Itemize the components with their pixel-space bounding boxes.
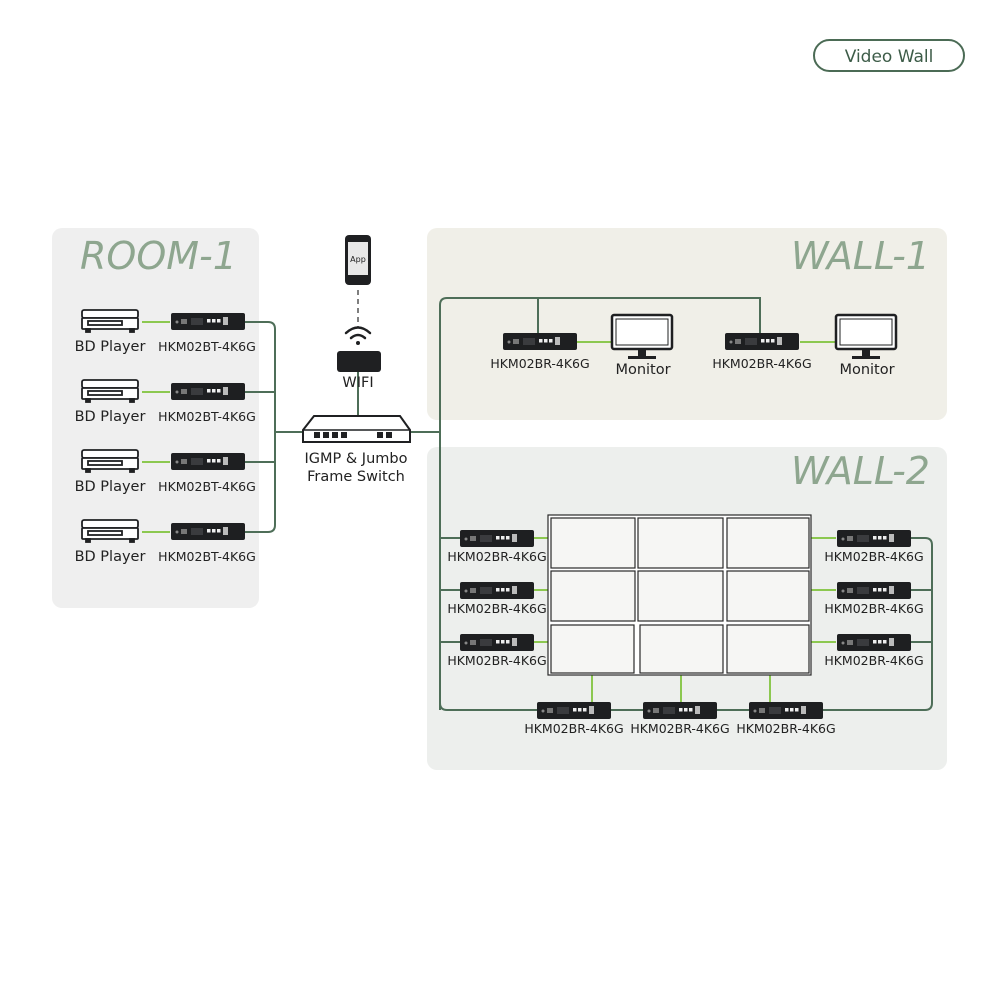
bd-player-label: BD Player <box>75 479 146 495</box>
wall2-title: WALL-2 <box>791 449 930 493</box>
wifi-router-icon <box>337 351 381 372</box>
receiver-device <box>643 702 717 719</box>
wall-display-panel <box>550 624 635 674</box>
phone-icon: App <box>345 235 371 285</box>
wall-display-panel <box>726 624 810 674</box>
wifi-label: WIFI <box>342 375 373 391</box>
transmitter-label: HKM02BT-4K6G <box>158 339 256 354</box>
transmitter-device <box>171 523 245 540</box>
wall-display-panel <box>637 517 724 569</box>
receiver-device <box>837 530 911 547</box>
bd-player-label: BD Player <box>75 339 146 355</box>
monitor-icon <box>610 313 674 359</box>
receiver-label: HKM02BR-4K6G <box>736 721 835 736</box>
phone-app-label: App <box>350 255 366 264</box>
transmitter-device <box>171 383 245 400</box>
receiver-label: HKM02BR-4K6G <box>712 356 811 371</box>
receiver-label: HKM02BR-4K6G <box>447 549 546 564</box>
bd-player-icon <box>81 379 139 403</box>
receiver-label: HKM02BR-4K6G <box>490 356 589 371</box>
wall-display-panel <box>639 624 724 674</box>
monitor-label: Monitor <box>839 362 894 378</box>
wall-display-panel <box>726 570 810 622</box>
wall1-panel <box>427 228 947 420</box>
receiver-device <box>837 634 911 651</box>
transmitter-label: HKM02BT-4K6G <box>158 479 256 494</box>
bd-player-label: BD Player <box>75 409 146 425</box>
bd-player-label: BD Player <box>75 549 146 565</box>
monitor-icon <box>834 313 898 359</box>
bd-player-icon <box>81 519 139 543</box>
receiver-label: HKM02BR-4K6G <box>824 549 923 564</box>
switch-label-line2: Frame Switch <box>307 469 405 485</box>
bd-player-icon <box>81 449 139 473</box>
monitor-label: Monitor <box>615 362 670 378</box>
video-wall-badge: Video Wall <box>813 39 965 72</box>
wall-display-panel <box>637 570 724 622</box>
receiver-device <box>460 634 534 651</box>
transmitter-device <box>171 313 245 330</box>
bd-player-icon <box>81 309 139 333</box>
receiver-label: HKM02BR-4K6G <box>524 721 623 736</box>
network-switch-icon <box>302 415 411 443</box>
receiver-label: HKM02BR-4K6G <box>824 653 923 668</box>
transmitter-label: HKM02BT-4K6G <box>158 549 256 564</box>
av-links <box>142 321 836 702</box>
receiver-device <box>749 702 823 719</box>
switch-label-line1: IGMP & Jumbo <box>305 451 408 467</box>
transmitter-device <box>171 453 245 470</box>
wifi-icon <box>344 326 372 345</box>
receiver-label: HKM02BR-4K6G <box>447 601 546 616</box>
wall-display-panel <box>550 517 636 569</box>
badge-label: Video Wall <box>845 47 934 67</box>
receiver-label: HKM02BR-4K6G <box>630 721 729 736</box>
video-wall-display-grid <box>547 514 812 676</box>
room1-title: ROOM-1 <box>80 234 237 278</box>
transmitter-label: HKM02BT-4K6G <box>158 409 256 424</box>
receiver-device <box>460 582 534 599</box>
wall-display-panel <box>726 517 810 569</box>
wall-display-panel <box>550 570 636 622</box>
network-lines <box>245 297 933 711</box>
receiver-label: HKM02BR-4K6G <box>447 653 546 668</box>
wall1-title: WALL-1 <box>791 234 930 278</box>
receiver-device <box>503 333 577 350</box>
receiver-label: HKM02BR-4K6G <box>824 601 923 616</box>
receiver-device <box>460 530 534 547</box>
receiver-device <box>837 582 911 599</box>
receiver-device <box>537 702 611 719</box>
receiver-device <box>725 333 799 350</box>
